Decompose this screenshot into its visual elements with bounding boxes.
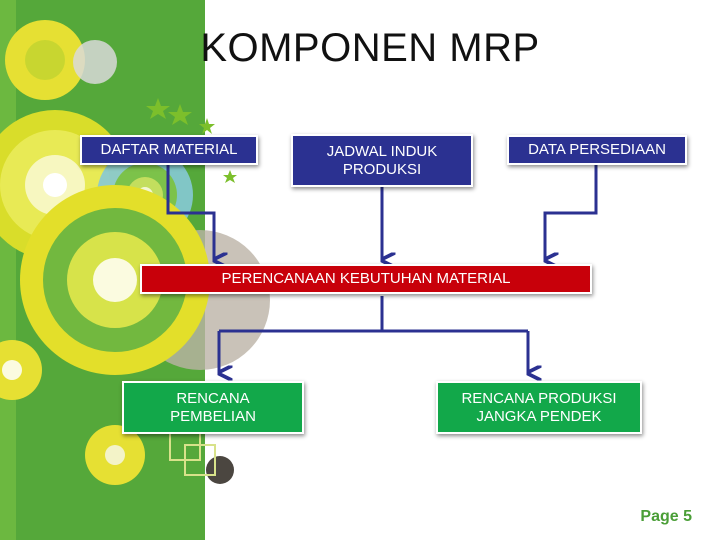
rencana-pembelian-line1: RENCANA bbox=[176, 389, 250, 407]
rencana-pembelian-box: RENCANA PEMBELIAN bbox=[122, 381, 304, 434]
slide-title: KOMPONEN MRP bbox=[200, 26, 540, 70]
data-persediaan-box: DATA PERSEDIAAN bbox=[507, 135, 687, 165]
daftar-material-box: DAFTAR MATERIAL bbox=[80, 135, 258, 165]
daftar-material-label: DAFTAR MATERIAL bbox=[100, 141, 238, 158]
rencana-produksi-jangka-pendek-box: RENCANA PRODUKSI JANGKA PENDEK bbox=[436, 381, 642, 434]
jadwal-induk-produksi-box: JADWAL INDUK PRODUKSI bbox=[291, 134, 473, 187]
page-number: Page 5 bbox=[640, 508, 692, 525]
rencana-produksi-line1: RENCANA PRODUKSI bbox=[461, 389, 617, 407]
perencanaan-kebutuhan-material-box: PERENCANAAN KEBUTUHAN MATERIAL bbox=[140, 264, 592, 294]
jadwal-induk-label-line2: PRODUKSI bbox=[342, 160, 422, 178]
data-persediaan-label: DATA PERSEDIAAN bbox=[528, 141, 666, 158]
rencana-produksi-line2: JANGKA PENDEK bbox=[476, 407, 602, 425]
jadwal-induk-label-line1: JADWAL INDUK bbox=[326, 142, 438, 160]
rencana-pembelian-line2: PEMBELIAN bbox=[170, 407, 256, 425]
perencanaan-label: PERENCANAAN KEBUTUHAN MATERIAL bbox=[221, 270, 511, 287]
